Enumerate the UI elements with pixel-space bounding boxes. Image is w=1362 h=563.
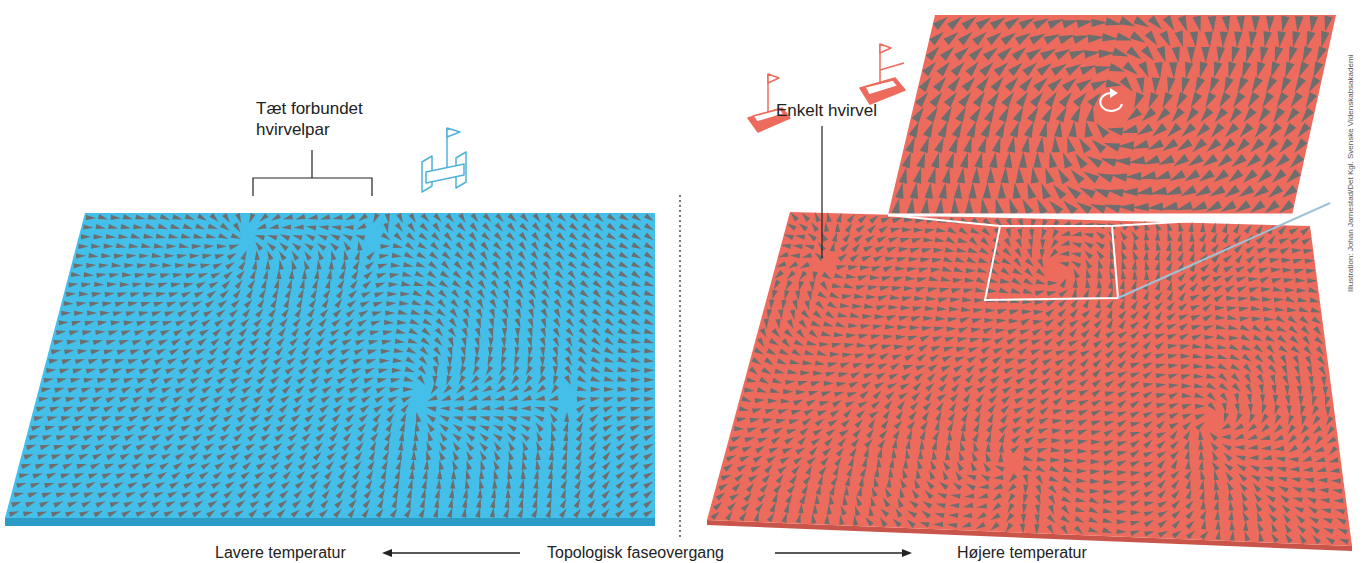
- cold-plane: [5, 213, 655, 518]
- divider: [679, 195, 680, 540]
- zoom-line: [1118, 203, 1330, 298]
- vortex-label-box: Enkelt hvirvel: [776, 100, 877, 121]
- axis-label: Lavere temperatur: [215, 544, 346, 561]
- spin-arrows: [892, 15, 1333, 215]
- axis-label-box: Topologisk faseovergang: [547, 543, 724, 563]
- sailboat-icon: [860, 44, 905, 104]
- inset-edge: [888, 214, 1292, 217]
- axis-label: Højere temperatur: [957, 544, 1087, 561]
- zoom-line: [1112, 215, 1292, 226]
- zoom-inset: [888, 15, 1336, 215]
- credit-text: Illustration: Johan Jarnestad/Det Kgl. S…: [1346, 55, 1355, 292]
- pair-label: Tæt forbundet hvirvelpar: [256, 99, 363, 139]
- zoom-region: [985, 226, 1118, 300]
- axis-label-box: Lavere temperatur: [215, 543, 346, 563]
- direction-arrow: [388, 552, 520, 553]
- pair-label-box: Tæt forbundet hvirvelpar: [256, 98, 384, 140]
- credit-text-box: Illustration: Johan Jarnestad/Det Kgl. S…: [1346, 55, 1356, 292]
- zoom-line: [888, 215, 1000, 226]
- spin-arrows: [9, 213, 655, 518]
- direction-arrow: [775, 552, 906, 553]
- plane-edge: [5, 518, 655, 526]
- arrow-head: [902, 549, 912, 557]
- hot-plane: [707, 212, 1352, 546]
- leader-line: [821, 126, 822, 258]
- catamaran-icon: [422, 128, 466, 192]
- arrow-head: [382, 549, 392, 557]
- vortex-label: Enkelt hvirvel: [776, 101, 877, 120]
- rotation-arrow-head: [1110, 88, 1118, 98]
- spin-arrows: [711, 212, 1349, 545]
- axis-label-box: Højere temperatur: [957, 543, 1087, 563]
- bracket: [253, 150, 372, 196]
- axis-label: Topologisk faseovergang: [547, 544, 724, 561]
